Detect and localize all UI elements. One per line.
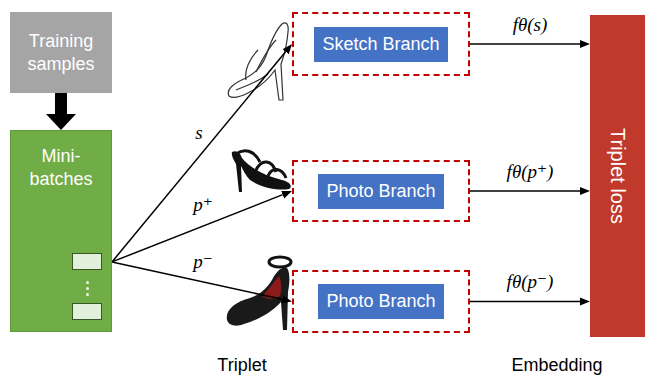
arrow-connector [470, 301, 580, 303]
edge-label: fθ(s) [511, 15, 550, 36]
network-branch: Photo Branch [292, 270, 470, 333]
ellipsis-dot [86, 293, 89, 296]
ellipsis-dot [86, 281, 89, 284]
block-arrow [55, 93, 67, 114]
node-label: Photo Branch [318, 284, 443, 319]
stage-label: Triplet [217, 355, 266, 376]
loss-bar: Triplet loss [590, 15, 645, 337]
node-label: Mini- batches [17, 145, 105, 192]
ellipsis-dot [86, 287, 89, 290]
batch-box: Mini- batches [10, 130, 112, 332]
edge-label: fθ(p⁻) [505, 272, 556, 293]
arrow-connector [470, 43, 580, 45]
node-label: Triplet loss [606, 128, 629, 224]
edge-label: s [193, 123, 204, 144]
batch-item [72, 253, 102, 270]
arrow-connector [112, 52, 286, 262]
node-label: Sketch Branch [314, 27, 447, 62]
arrow-connector [470, 190, 580, 192]
network-branch: Sketch Branch [292, 12, 470, 76]
network-branch: Photo Branch [292, 160, 470, 222]
node-label: Training samples [16, 30, 106, 75]
stage-label: Embedding [511, 355, 602, 376]
data-box: Training samples [10, 12, 112, 93]
edge-label: fθ(p⁺) [505, 162, 556, 183]
sketch-shoe [228, 23, 288, 100]
node-label: Photo Branch [318, 174, 443, 209]
batch-item [72, 303, 102, 320]
edge-label: p⁻ [191, 252, 215, 273]
edge-label: p⁺ [191, 195, 215, 216]
sandal-photo [232, 151, 291, 192]
